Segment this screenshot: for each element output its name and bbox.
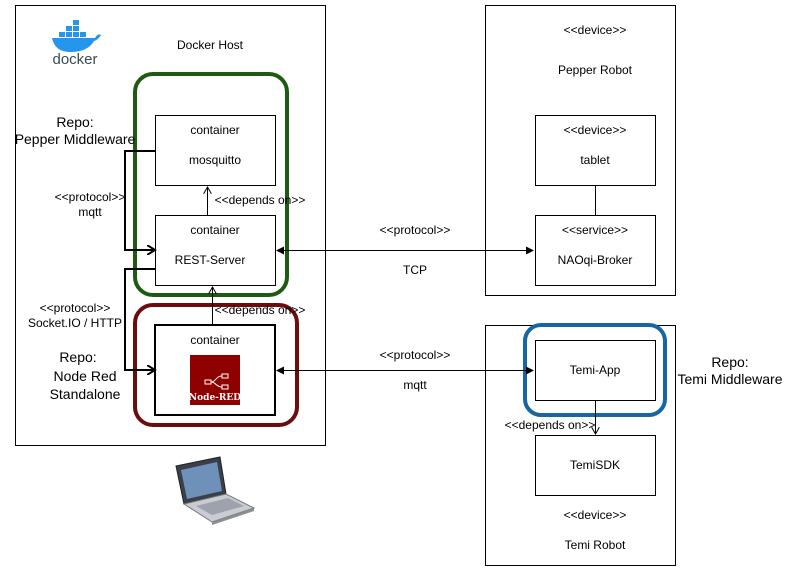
rest-depends-on-label: <<depends on>>	[215, 193, 306, 207]
tcp-link-name: TCP	[403, 263, 427, 277]
tablet-stereotype: <<device>>	[564, 123, 627, 137]
docker-logo-icon	[52, 20, 101, 52]
node-red-repo-name: Node Red	[53, 368, 116, 384]
docker-logo-text: docker	[52, 51, 97, 68]
temi-app-component[interactable]: Temi-App	[535, 340, 656, 401]
socketio-connector-line	[124, 268, 155, 370]
node-red-repo-frame	[133, 303, 299, 427]
docker-host-title: Docker Host	[177, 38, 244, 52]
laptop-icon	[175, 456, 256, 525]
temi-robot-stereotype: <<device>>	[564, 508, 627, 522]
mqtt-link-stereotype: <<protocol>>	[380, 348, 451, 362]
tablet-device[interactable]: <<device>> tablet	[535, 115, 656, 186]
node-red-logo-text: Node-RED	[189, 393, 241, 403]
naoqi-stereotype: <<service>>	[562, 223, 628, 237]
mqtt-link-name: mqtt	[403, 378, 427, 392]
mosquitto-container[interactable]: container mosquitto	[155, 115, 276, 186]
node-red-depends-on-label: <<depends on>>	[215, 303, 306, 317]
temi-sdk-name: TemiSDK	[570, 458, 620, 472]
temi-repo-name: Temi Middleware	[677, 371, 782, 387]
node-red-flow-icon	[204, 373, 229, 390]
node-red-repo-subtitle: Standalone	[50, 386, 121, 402]
node-red-repo-label: Repo:	[59, 349, 96, 365]
temi-sdk-component[interactable]: TemiSDK	[535, 435, 656, 496]
pepper-repo-label: Repo:	[56, 114, 93, 130]
pepper-middleware-repo-frame	[133, 72, 289, 297]
naoqi-broker-service[interactable]: <<service>> NAOqi-Broker	[535, 215, 656, 286]
tcp-link-stereotype: <<protocol>>	[380, 223, 451, 237]
temi-repo-label: Repo:	[711, 354, 748, 370]
temi-robot-name: Temi Robot	[565, 538, 626, 552]
rest-server-name: REST-Server	[175, 253, 246, 267]
pepper-robot-name: Pepper Robot	[558, 63, 633, 77]
mqtt-connector-line	[124, 150, 155, 250]
naoqi-name: NAOqi-Broker	[558, 253, 633, 267]
rest-server-container[interactable]: container REST-Server	[155, 215, 276, 286]
rest-server-stereotype: container	[190, 223, 239, 237]
socketio-protocol-name: Socket.IO / HTTP	[28, 316, 122, 330]
temi-app-name: Temi-App	[570, 363, 621, 377]
node-red-container-stereotype: container	[190, 333, 239, 347]
mosquitto-stereotype: container	[190, 123, 239, 137]
temi-depends-on-label: <<depends on>>	[505, 418, 596, 432]
socketio-protocol-stereotype: <<protocol>>	[40, 301, 111, 315]
tablet-name: tablet	[580, 153, 610, 167]
pepper-repo-name: Pepper Middleware	[15, 131, 136, 147]
mosquitto-name: mosquitto	[189, 153, 241, 167]
pepper-robot-stereotype: <<device>>	[564, 23, 627, 37]
node-red-container[interactable]: container Node-RED	[154, 324, 276, 416]
mqtt-protocol-stereotype: <<protocol>>	[55, 190, 126, 204]
mqtt-protocol-name: mqtt	[78, 205, 102, 219]
